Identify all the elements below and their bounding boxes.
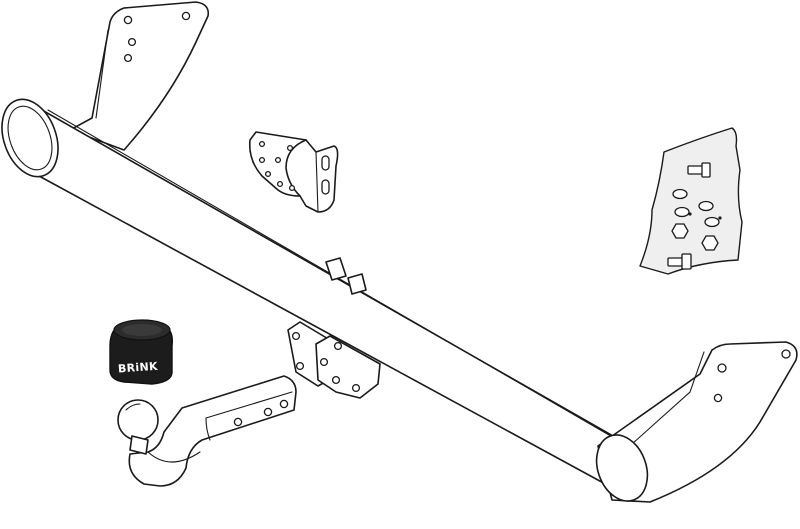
- tube-end-right: [595, 434, 649, 502]
- plate-hole: [276, 180, 284, 188]
- washer-icon: [674, 206, 690, 218]
- central-receiver-brackets: [287, 257, 381, 399]
- slot-hole: [321, 155, 330, 171]
- brand-label: BRiNK: [118, 360, 159, 376]
- neck-hole: [279, 399, 289, 409]
- bracket-hole: [331, 375, 341, 385]
- bracket-hole: [295, 361, 305, 371]
- tow-ball-cover: BRiNK: [109, 319, 174, 385]
- bolt-icon: [687, 162, 711, 178]
- washer-icon: [704, 216, 720, 228]
- nut-icon: [671, 223, 689, 239]
- slot-hole: [321, 179, 330, 195]
- bracket-hole: [181, 11, 191, 21]
- bracket-hole: [351, 383, 361, 393]
- bracket-hole: [123, 53, 133, 63]
- right-mounting-bracket: [595, 341, 798, 503]
- left-mounting-bracket: [69, 1, 210, 151]
- nut-icon: [701, 235, 719, 251]
- bolt-icon: [667, 253, 692, 270]
- neck-hole: [263, 407, 273, 417]
- tube-end-left: [1, 98, 59, 178]
- tow-ball-neck: [117, 375, 297, 487]
- plate-hole: [286, 144, 294, 152]
- socket-mounting-plate: [248, 131, 339, 213]
- bracket-hole: [291, 331, 301, 341]
- plate-hole: [258, 156, 266, 164]
- bracket-hole: [717, 363, 727, 373]
- cover-top-ring: [122, 324, 162, 336]
- bracket-hole: [333, 341, 343, 351]
- bracket-hole: [781, 349, 791, 359]
- washer-icon: [672, 188, 688, 200]
- bracket-hole: [127, 37, 137, 47]
- plate-hole: [258, 140, 266, 148]
- bracket-hole: [123, 15, 133, 25]
- plate-hole: [274, 156, 282, 164]
- plate-hole: [288, 184, 296, 192]
- tow-ball: [117, 399, 159, 441]
- neck-hole: [233, 417, 243, 427]
- washer-icon: [698, 200, 714, 212]
- hardware-bag: [639, 127, 743, 275]
- bracket-hole: [713, 393, 723, 403]
- plate-hole: [264, 170, 272, 178]
- bracket-hole: [319, 357, 329, 367]
